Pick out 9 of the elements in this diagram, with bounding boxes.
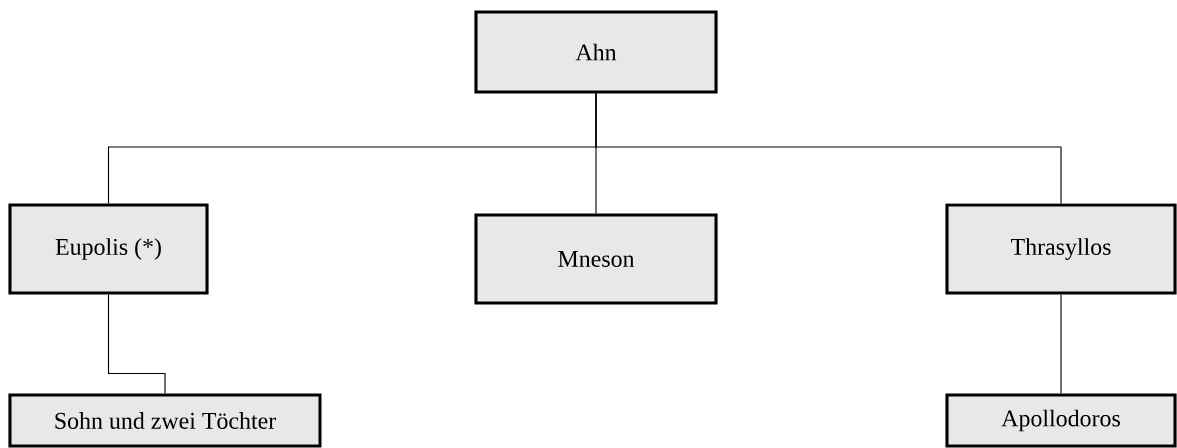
person-box: Sohn und zwei Töchter — [8, 393, 322, 448]
connector-line — [1060, 294, 1062, 394]
person-box: Apollodoros — [945, 393, 1177, 448]
person-box: Thrasyllos — [945, 203, 1177, 295]
connector-line — [107, 294, 166, 394]
connector-line — [595, 93, 1062, 204]
person-box: Eupolis (*) — [8, 203, 209, 295]
person-box: Ahn — [474, 10, 718, 94]
person-box: Mneson — [474, 213, 718, 305]
